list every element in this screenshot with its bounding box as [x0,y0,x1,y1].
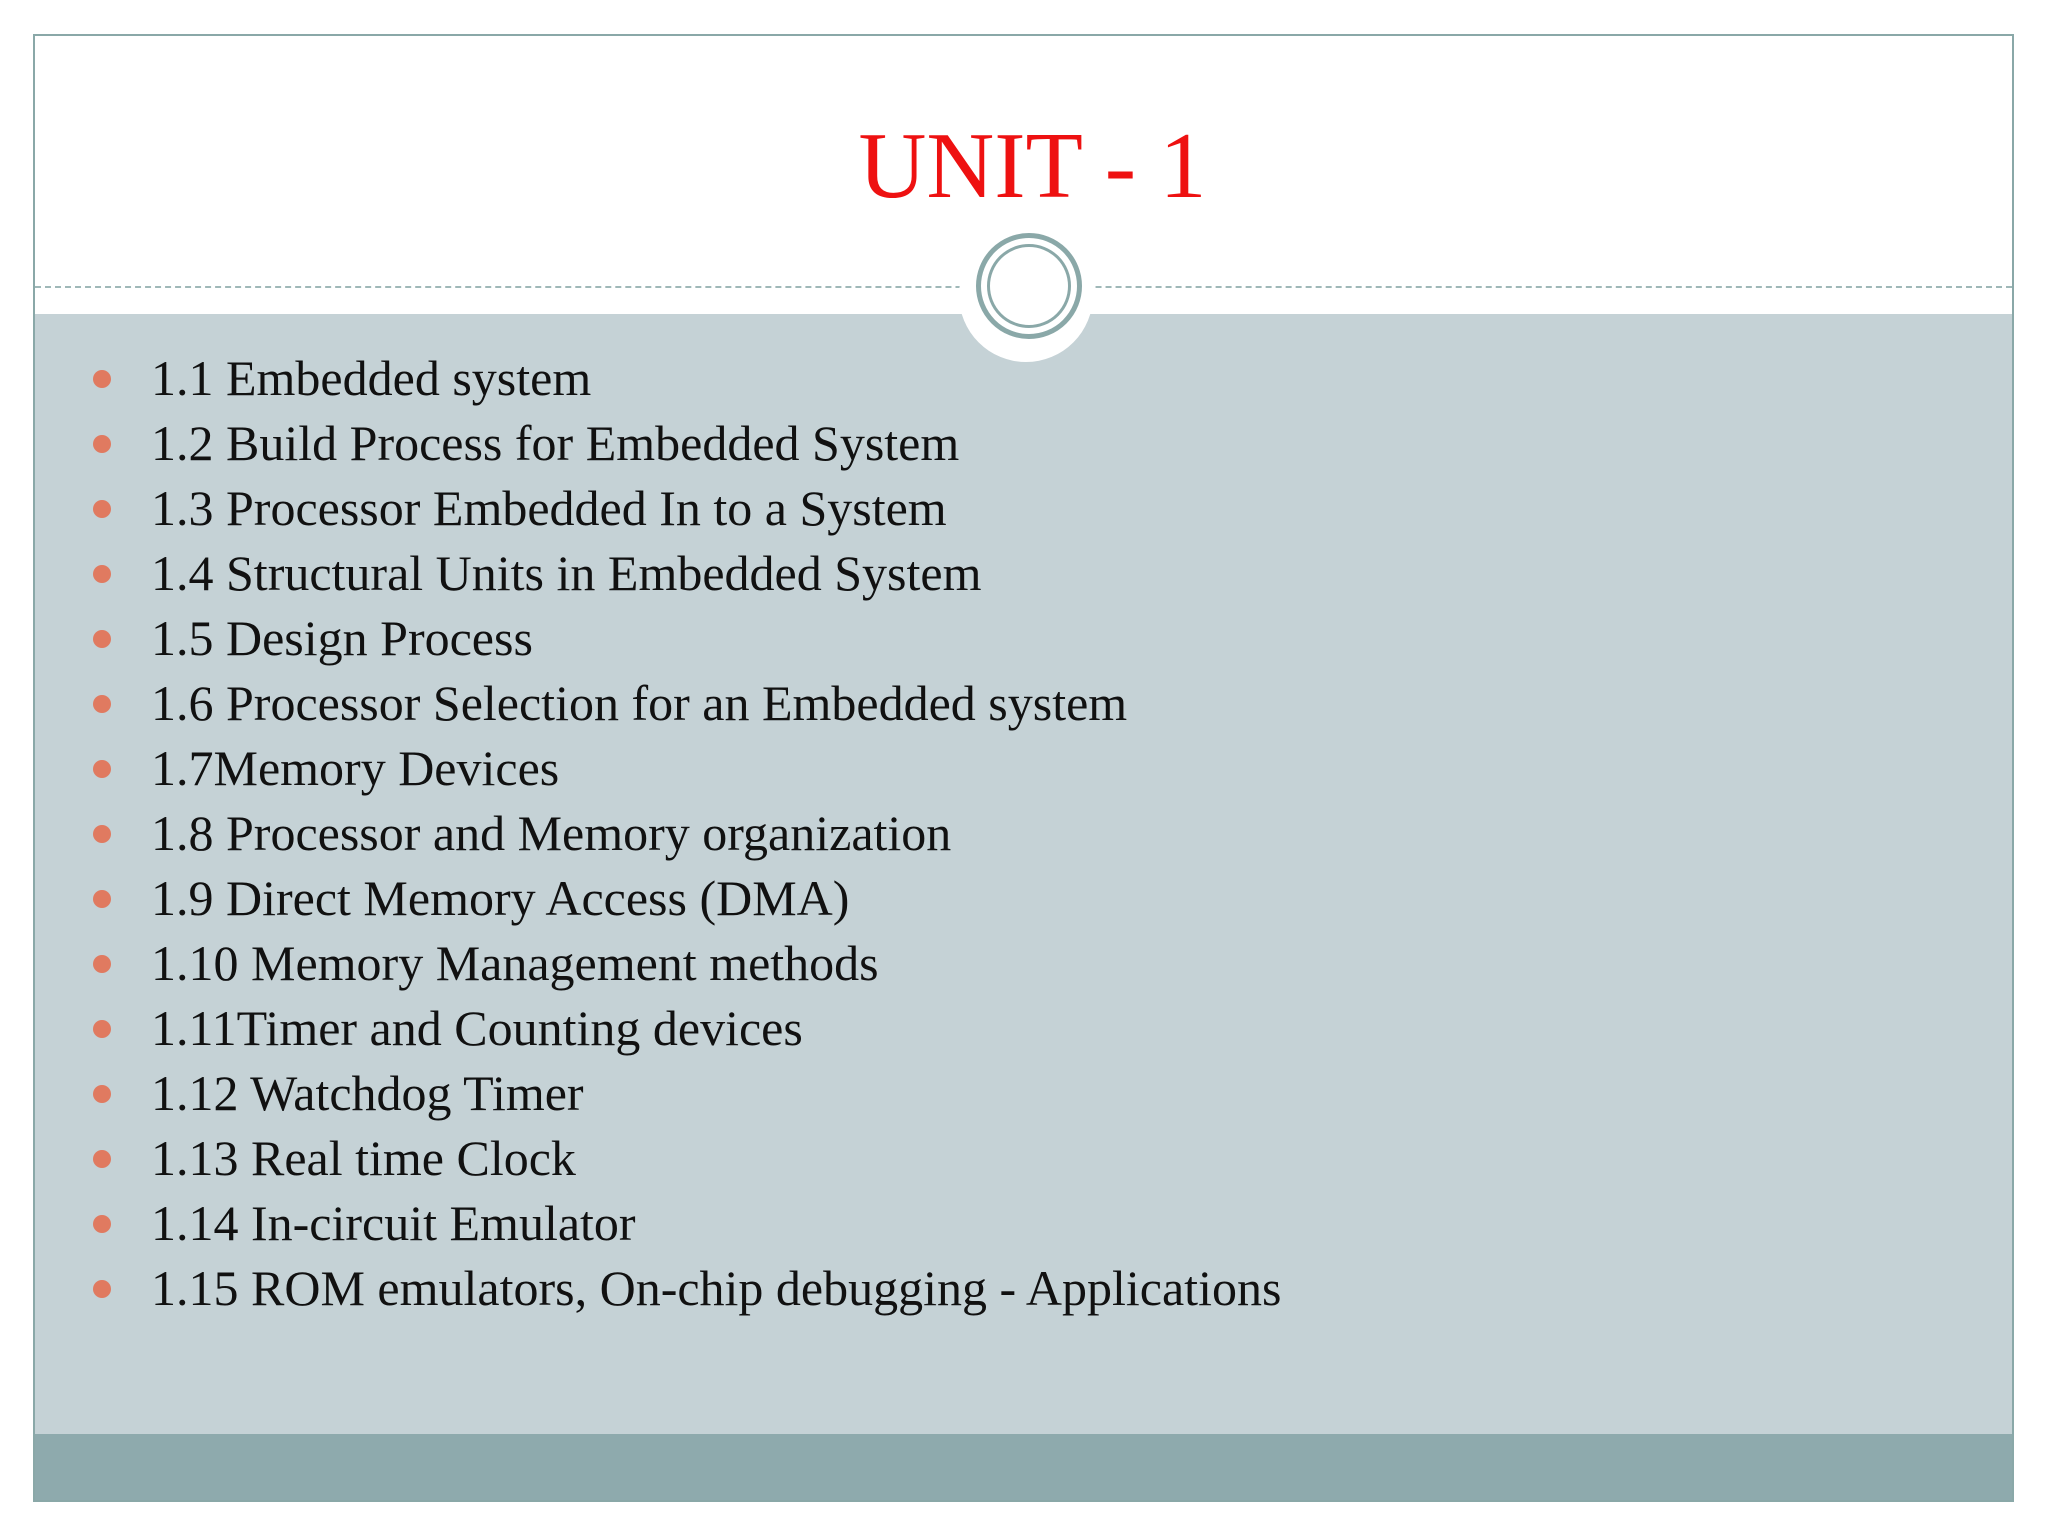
bullet-dot-icon [93,435,111,453]
content-panel [35,314,2012,1434]
topic-label: 1.4 Structural Units in Embedded System [151,545,982,601]
topic-label: 1.1 Embedded system [151,350,592,406]
bullet-dot-icon [93,890,111,908]
topic-label: 1.7Memory Devices [151,740,560,796]
topic-label: 1.3 Processor Embedded In to a System [151,480,947,536]
topic-label: 1.2 Build Process for Embedded System [151,415,960,471]
slide: UNIT - 1 1.1 Embedded system 1.2 Build P… [33,34,2014,1502]
bullet-dot-icon [93,955,111,973]
bullet-dot-icon [93,1150,111,1168]
bullet-dot-icon [93,825,111,843]
footer-band [35,1434,2012,1500]
topic-label: 1.12 Watchdog Timer [151,1065,584,1121]
slide-title: UNIT - 1 [858,114,1207,218]
topic-label: 1.15 ROM emulators, On-chip debugging - … [151,1260,1282,1316]
circle-emblem-icon [976,233,1082,339]
topic-label: 1.5 Design Process [151,610,533,666]
bullet-dot-icon [93,1020,111,1038]
topic-label: 1.8 Processor and Memory organization [151,805,952,861]
bullet-dot-icon [93,760,111,778]
topic-label: 1.11Timer and Counting devices [151,1000,803,1056]
bullet-dot-icon [93,500,111,518]
circle-emblem-inner-ring [987,244,1071,328]
bullet-dot-icon [93,630,111,648]
bullet-dot-icon [93,1085,111,1103]
bullet-dot-icon [93,565,111,583]
topic-label: 1.6 Processor Selection for an Embedded … [151,675,1128,731]
topic-label: 1.13 Real time Clock [151,1130,576,1186]
bullet-dot-icon [93,1215,111,1233]
bullet-dot-icon [93,695,111,713]
topic-label: 1.10 Memory Management methods [151,935,879,991]
bullet-dot-icon [93,1280,111,1298]
topic-label: 1.14 In-circuit Emulator [151,1195,636,1251]
topic-label: 1.9 Direct Memory Access (DMA) [151,870,850,926]
bullet-dot-icon [93,370,111,388]
